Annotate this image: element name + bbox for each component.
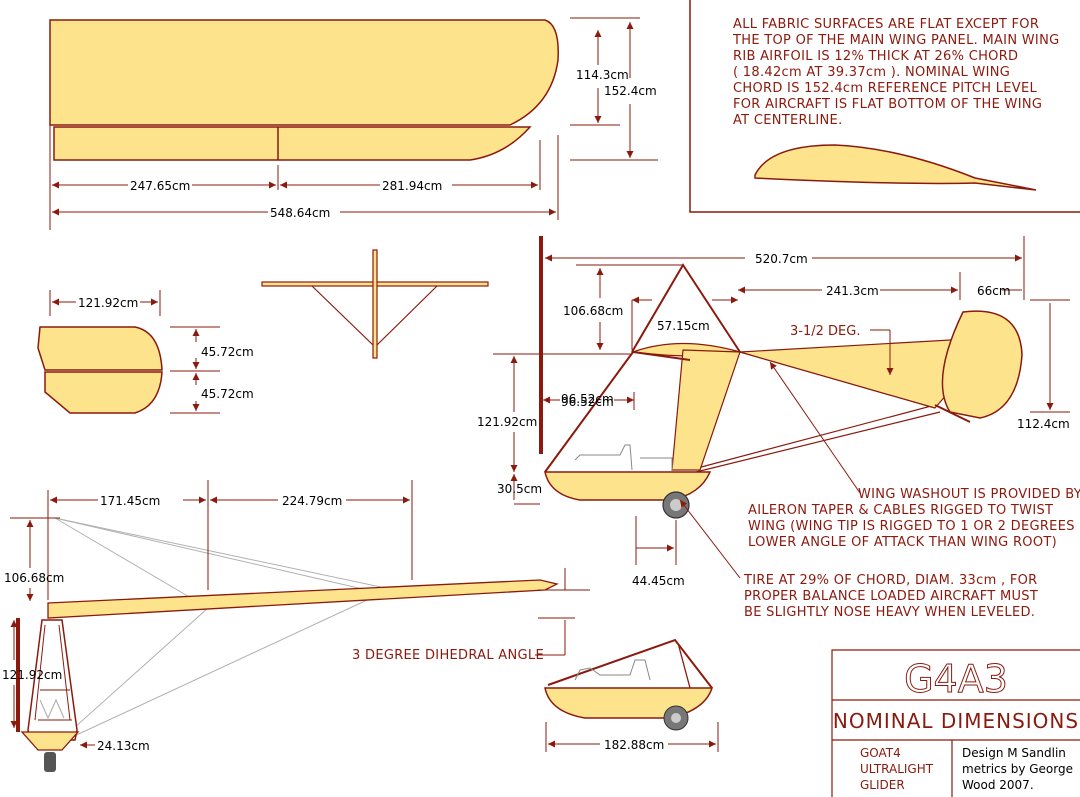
type-line: GOAT4	[860, 746, 901, 760]
fabric-note-line: ( 18.42cm AT 39.37cm ). NOMINAL WING	[733, 65, 1010, 80]
tire-note: TIRE AT 29% OF CHORD, DIAM. 33cm , FOR P…	[743, 573, 1038, 620]
credit-line: metrics by George	[962, 762, 1073, 776]
washout-note-line: WING (WING TIP IS RIGGED TO 1 OR 2 DEGRE…	[748, 519, 1075, 534]
front-view-dims	[10, 480, 590, 749]
dim-front-base-width: 24.13cm	[97, 739, 150, 753]
type-line: ULTRALIGHT	[860, 762, 934, 776]
dim-fuselage-height: 121.92cm	[477, 415, 537, 429]
wing-plan-view	[49, 19, 559, 230]
side-view-dims	[493, 236, 1070, 565]
dim-front-pylon-height: 106.68cm	[4, 571, 64, 585]
dim-pylon-height: 106.68cm	[563, 304, 623, 318]
dim-overall-length: 520.7cm	[755, 252, 808, 266]
title-block	[831, 649, 1080, 797]
dim-rudder-height: 112.4cm	[1017, 417, 1070, 431]
type-line: GLIDER	[860, 778, 905, 792]
wing-front-sketch	[261, 249, 489, 359]
tail-plan-view	[37, 326, 163, 414]
credit-line: Design M Sandlin	[962, 746, 1066, 760]
dim-tail-upper: 45.72cm	[201, 345, 254, 359]
dim-seat-offset-a: 96.52cm	[561, 392, 614, 406]
airfoil-section	[754, 144, 1037, 191]
dim-inner-panel: 247.65cm	[130, 179, 190, 193]
dim-wing-chord: 152.4cm	[604, 84, 657, 98]
dim-tail-arm: 241.3cm	[826, 284, 879, 298]
sheet-subtitle: NOMINAL DIMENSIONS	[833, 709, 1079, 733]
incidence-label: 3-1/2 DEG.	[790, 324, 860, 339]
fabric-note: ALL FABRIC SURFACES ARE FLAT EXCEPT FOR …	[732, 17, 1059, 128]
fabric-note-line: RIB AIRFOIL IS 12% THICK AT 26% CHORD	[733, 49, 1018, 64]
side-view	[539, 236, 1023, 519]
dim-front-strut-b: 224.79cm	[282, 494, 342, 508]
fabric-note-line: FOR AIRCRAFT IS FLAT BOTTOM OF THE WING	[733, 97, 1042, 112]
washout-note-line: LOWER ANGLE OF ATTACK THAN WING ROOT)	[748, 535, 1057, 550]
wing-plan-dims	[52, 17, 658, 220]
washout-note: WING WASHOUT IS PROVIDED BY AILERON TAPE…	[748, 487, 1080, 550]
dihedral-label: 3 DEGREE DIHEDRAL ANGLE	[352, 648, 544, 663]
dim-seat-offset-b: 96.52cm	[561, 395, 614, 409]
note-box-frame	[689, 0, 1080, 213]
dim-pylon-base: 57.15cm	[657, 319, 710, 333]
dim-outer-panel: 281.94cm	[382, 179, 442, 193]
front-view	[16, 517, 559, 772]
washout-leader	[769, 361, 861, 494]
fabric-note-line: AT CENTERLINE.	[733, 113, 843, 128]
dim-tail-lower: 45.72cm	[201, 387, 254, 401]
fabric-note-line: ALL FABRIC SURFACES ARE FLAT EXCEPT FOR	[733, 17, 1039, 32]
tail-plan-dims	[49, 290, 220, 414]
tire-leader	[679, 499, 741, 579]
model-number: G4A3	[904, 657, 1008, 701]
fabric-note-line: CHORD IS 152.4cm REFERENCE PITCH LEVEL	[733, 81, 1037, 96]
dim-wheel-offset: 44.45cm	[632, 574, 685, 588]
dim-wing-tip-depth: 114.3cm	[576, 68, 629, 82]
tire-note-line: BE SLIGHTLY NOSE HEAVY WHEN LEVELED.	[744, 605, 1035, 620]
dim-skid-height: 30.5cm	[497, 482, 542, 496]
washout-note-line: WING WASHOUT IS PROVIDED BY	[858, 487, 1080, 502]
dim-plan-length: 182.88cm	[604, 738, 664, 752]
small-side-sketch	[544, 638, 714, 731]
tire-note-line: PROPER BALANCE LOADED AIRCRAFT MUST	[744, 589, 1038, 604]
tire-note-line: TIRE AT 29% OF CHORD, DIAM. 33cm , FOR	[743, 573, 1037, 588]
dim-half-span: 548.64cm	[270, 206, 330, 220]
dim-tail-span: 121.92cm	[78, 296, 138, 310]
washout-note-line: AILERON TAPER & CABLES RIGGED TO TWIST	[748, 503, 1053, 518]
fabric-note-line: THE TOP OF THE MAIN WING PANEL. MAIN WIN…	[732, 33, 1059, 48]
dim-fin-width: 66cm	[977, 284, 1011, 298]
dim-front-strut-a: 171.45cm	[100, 494, 160, 508]
credit-line: Wood 2007.	[962, 778, 1034, 792]
small-side-dims	[545, 722, 719, 752]
dim-front-fuselage-height: 121.92cm	[2, 668, 62, 682]
